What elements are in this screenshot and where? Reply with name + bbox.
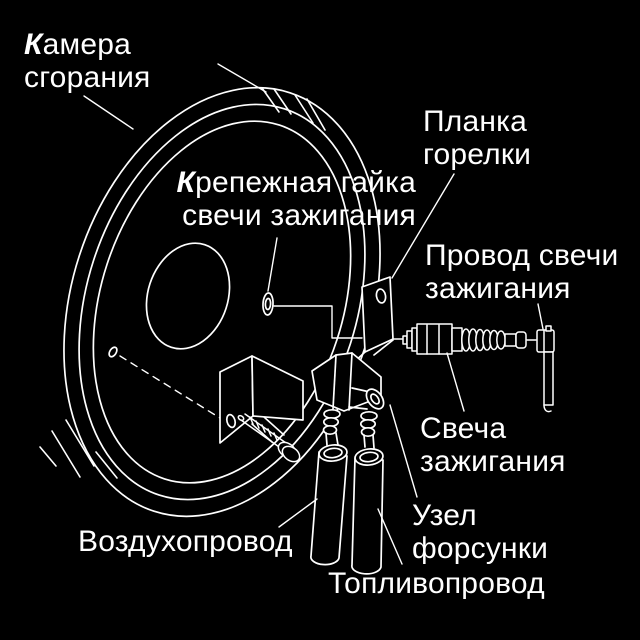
plate-face — [361, 276, 394, 353]
label-air-duct: Воздухопровод — [78, 525, 293, 558]
mounting-screw — [237, 413, 301, 463]
label-burner-plate: Планка горелки — [423, 105, 531, 171]
leader-planka — [391, 173, 455, 279]
label-spark-plug: Свеча зажигания — [420, 412, 566, 478]
label-line: горелки — [423, 138, 532, 171]
plug-hex — [416, 323, 453, 355]
spark-plug-nut — [262, 292, 274, 316]
wire-tube — [543, 351, 554, 406]
ring-middle-rim — [78, 103, 366, 501]
label-injector-assembly: Узел форсунки — [412, 499, 548, 565]
hose-nipple-left — [322, 408, 341, 446]
rim-struts-bottom — [39, 416, 285, 479]
label-line: Крепежная гайка — [176, 166, 416, 199]
spark-plug-wire — [536, 325, 555, 413]
label-line: сгорания — [24, 61, 151, 94]
ring-inner-face — [92, 120, 352, 484]
leader-uzel — [389, 404, 418, 498]
label-line: Топливопровод — [328, 567, 545, 600]
screw-axis-dashed-line — [119, 355, 221, 419]
chamber-face-hole — [108, 346, 118, 358]
label-combustion-chamber: Камера сгорания — [24, 28, 151, 94]
leader-lines — [83, 63, 544, 565]
leader-provod — [537, 303, 544, 330]
leader-toplivo — [377, 508, 403, 565]
axis-lines — [273, 305, 537, 341]
screw-head-face — [281, 445, 301, 463]
combustion-chamber-ring — [39, 86, 381, 518]
leader-vozdukh — [278, 498, 318, 528]
injector-outlet — [348, 387, 385, 410]
label-line: Воздухопровод — [78, 525, 293, 558]
fuel-tube — [351, 448, 384, 575]
label-line: Камера — [24, 28, 132, 61]
leader-kamera-1 — [83, 95, 134, 130]
injector-hex-body — [311, 352, 382, 412]
plug-terminal-cap — [515, 331, 527, 349]
bracket-hole — [225, 413, 237, 429]
label-line: Провод свечи — [425, 239, 619, 272]
label-line: зажигания — [425, 272, 571, 305]
label-line: Узел — [412, 499, 477, 532]
label-line: Свеча — [420, 412, 507, 445]
label-spark-plug-wire: Провод свечи зажигания — [425, 239, 618, 305]
bracket-right-face — [251, 355, 304, 421]
leader-kamera-2 — [217, 63, 267, 93]
hose-nipple-right — [359, 410, 378, 449]
burner-plate — [349, 276, 412, 367]
label-fuel-line: Топливопровод — [328, 567, 545, 600]
leader-krepezh — [267, 237, 278, 292]
label-line: Планка — [423, 105, 527, 138]
label-line: форсунки — [412, 532, 549, 565]
air-tube — [310, 444, 348, 566]
plug-insulator-ribs — [461, 328, 506, 352]
mounting-bracket — [219, 355, 304, 444]
label-line: свечи зажигания — [182, 199, 416, 232]
spark-plug — [402, 323, 527, 355]
label-spark-plug-nut: Крепежная гайка свечи зажигания — [160, 166, 416, 232]
bracket-left-face — [219, 355, 254, 444]
injector-assembly — [311, 352, 385, 449]
chamber-center-hole — [145, 242, 231, 350]
leader-svecha — [446, 352, 465, 412]
plug-terminal — [504, 333, 517, 347]
plate-hole — [375, 288, 387, 304]
label-line: зажигания — [420, 445, 566, 478]
